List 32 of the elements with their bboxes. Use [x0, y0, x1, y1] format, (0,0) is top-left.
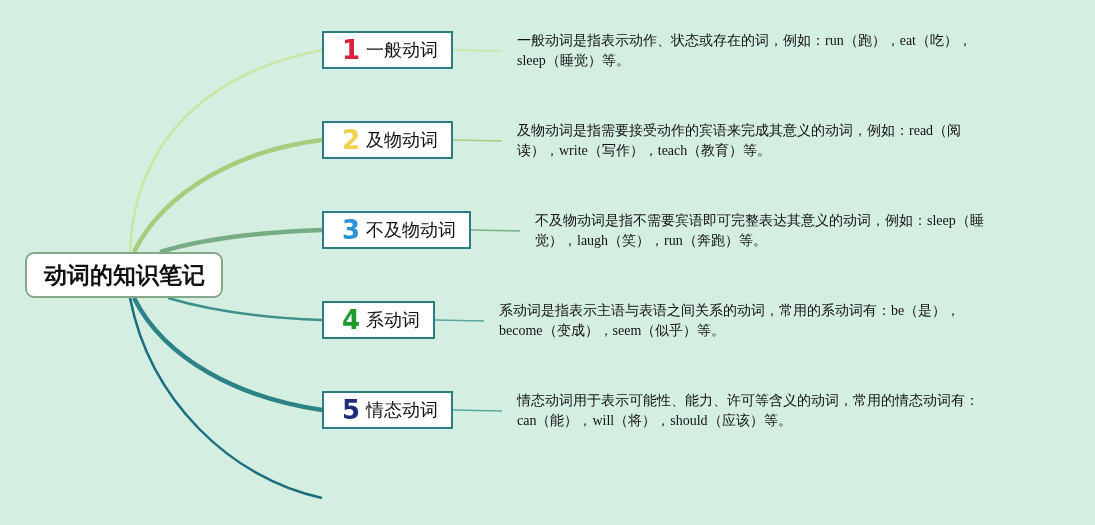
branch-line	[132, 296, 323, 413]
number-label: 1	[342, 35, 361, 65]
number-label: 4	[342, 305, 361, 335]
branch-line	[167, 296, 323, 322]
description-text: 一般动词是指表示动作、状态或存在的词，例如：run（跑），eat（吃），sleep（睡觉）等。	[502, 30, 1022, 72]
topic-label: 一般动词	[366, 38, 439, 62]
topic-box	[322, 121, 453, 159]
description-text: 及物动词是指需要接受动作的宾语来完成其意义的动词，例如：read（阅读），write（写作），teach（教育）等。	[502, 120, 1022, 162]
topic-label: 情态动词	[366, 398, 439, 422]
description-text: 不及物动词是指不需要宾语即可完整表达其意义的动词，例如：sleep（睡觉），laugh（笑），run（奔跑）等。	[520, 210, 1040, 252]
connector-line	[470, 229, 521, 232]
central-topic-box: 动词的知识笔记	[25, 252, 223, 298]
branch-line	[128, 48, 323, 253]
topic-label: 不及物动词	[366, 218, 457, 242]
number-label: 5	[342, 395, 361, 425]
connector-line	[452, 409, 503, 412]
topic-box	[322, 211, 471, 249]
description-text: 系动词是指表示主语与表语之间关系的动词，常用的系动词有：be（是），become（变成），seem（似乎）等。	[484, 300, 1004, 342]
number-label: 2	[342, 125, 361, 155]
connector-line	[434, 319, 485, 322]
topic-label: 系动词	[366, 308, 421, 332]
topic-box	[322, 31, 453, 69]
topic-box	[322, 301, 435, 339]
branch-line	[159, 227, 323, 255]
branch-line	[128, 297, 323, 500]
description-text: 情态动词用于表示可能性、能力、许可等含义的动词，常用的情态动词有：can（能），will（将），should（应该）等。	[502, 390, 1022, 432]
branch-line	[132, 137, 323, 254]
connector-line	[452, 49, 503, 52]
number-label: 3	[342, 215, 361, 245]
topic-box	[322, 391, 453, 429]
topic-label: 及物动词	[366, 128, 439, 152]
connector-line	[452, 139, 503, 142]
